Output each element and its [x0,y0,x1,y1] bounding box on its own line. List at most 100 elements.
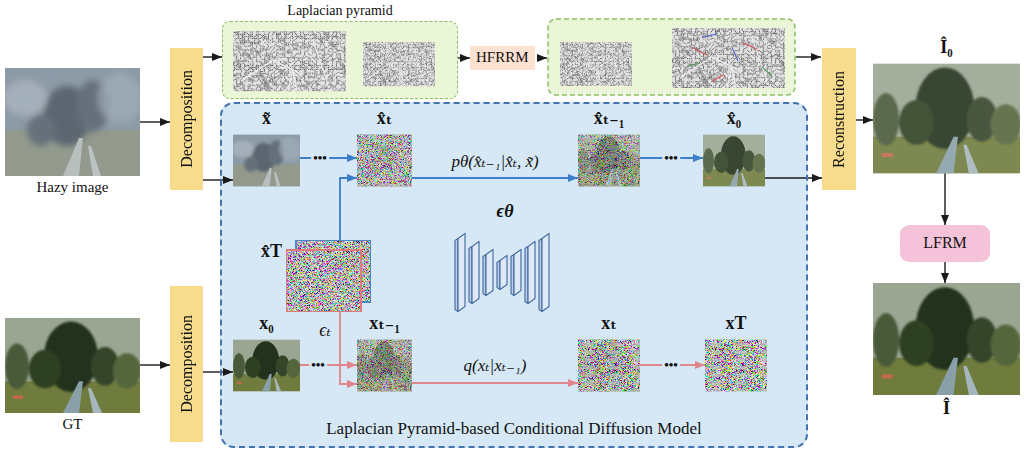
image-picture [873,63,1021,173]
pyramid-level-image [560,42,632,86]
image-tile: x̃ [233,107,300,186]
image-label: x̂ₜ [377,107,393,130]
image-slot [5,68,140,176]
image-tile: x̂₀ [703,107,765,186]
text-group: Î [943,397,950,420]
flow-arrow [340,178,357,240]
image-picture [703,134,765,186]
flow-arrow [765,177,822,178]
image-slot [873,63,1020,173]
image-slot [450,227,560,317]
image-picture [232,134,301,186]
image-tile: xₜ₋₁ [357,312,412,391]
flow-arrow [203,56,222,57]
image-label: Î [943,397,950,420]
flow-arrow [203,371,233,372]
image-picture [578,134,640,186]
edge-label: ••• [662,151,680,166]
image-picture [357,339,412,391]
image-label: x̂ₜ₋₁ [594,107,625,130]
text-group: x̂₀ [727,107,741,130]
process-box: Decomposition [170,286,203,442]
text-group: x̂T [261,240,282,263]
network-icon: ϵθ [450,200,560,317]
box-label: LFRM [923,233,967,254]
flow-arrow [340,312,357,384]
image-picture [363,42,435,86]
image-label: x̂₀ [727,107,741,130]
flow-arrow [140,364,170,365]
edge-label: q(xₜ|xₜ₋₁) [462,356,529,376]
text-group: Laplacian pyramid [287,2,392,20]
image-picture [578,339,640,391]
process-box: Reconstruction [822,48,856,190]
image-slot [363,42,435,86]
output-image: Î₀ [873,36,1020,173]
image-tile: xT [705,312,767,391]
box-label: HFRRM [476,48,529,68]
image-slot [233,31,346,91]
text-group: xT [725,312,746,335]
image-slot [286,240,371,312]
module-box: LFRM [900,225,990,262]
image-slot [703,134,765,186]
edge-label: pθ(x̂ₜ₋₁|x̂ₜ, x̃) [449,152,540,172]
image-tile: x̂ₜ [357,107,412,186]
text-group: xₜ₋₁ [369,312,400,335]
image-tile: x₀ [233,312,300,391]
edge-label: ••• [662,358,680,373]
text-group: HFRRM [476,48,529,68]
flow-arrow [140,121,170,122]
noise-stack: x̂T [261,240,371,312]
flow-arrow [458,57,470,58]
edge-label: ϵₜ [317,320,333,341]
image-picture [3,68,142,176]
region-fill [220,102,808,448]
image-picture [5,318,141,413]
input-image: GT [5,318,140,435]
image-label: x₀ [259,312,273,335]
flow-arrow [796,56,821,57]
text-group: x̃ [262,107,271,130]
image-label: x̂T [261,240,282,263]
text-group: Decomposition [177,315,196,413]
image-picture [455,233,549,311]
pyramid-level-image [672,28,785,88]
image-slot [5,318,140,413]
image-label: GT [63,415,83,435]
image-label: Î₀ [940,36,952,59]
pyramid-box [548,19,795,95]
pyramid-box-outline [548,19,795,95]
image-label: Hazy image [36,178,108,198]
output-image: Î [873,283,1020,420]
edge-label: ••• [311,151,329,166]
pyramid-box-outline [222,21,458,99]
text-group: LFRM [923,233,967,254]
pyramid-box: Laplacian pyramid [222,2,458,99]
image-picture [233,31,346,91]
image-picture [356,134,413,186]
image-slot [705,339,767,391]
box-label: Decomposition [177,315,196,413]
flow-arrow [856,119,873,120]
input-image: Hazy image [5,68,140,198]
image-label: xT [725,312,746,335]
box-label: Laplacian pyramid [287,2,392,20]
image-slot [578,339,640,391]
flow-arrow [944,262,945,283]
text-group: ϵθ [496,200,513,223]
flow-arrow [537,57,547,58]
image-tile: x̂ₜ₋₁ [578,107,640,186]
image-picture [705,339,767,391]
image-slot [233,339,300,391]
flow-arrow [412,382,578,384]
flow-arrow [203,179,233,180]
text-group: xₜ [601,312,617,335]
image-picture [873,283,1021,395]
box-label: Reconstruction [829,71,848,168]
image-slot [578,134,640,186]
flow-arrow [944,173,945,225]
image-label: xₜ [601,312,617,335]
box-label: Decomposition [177,70,196,168]
image-picture [233,339,300,391]
